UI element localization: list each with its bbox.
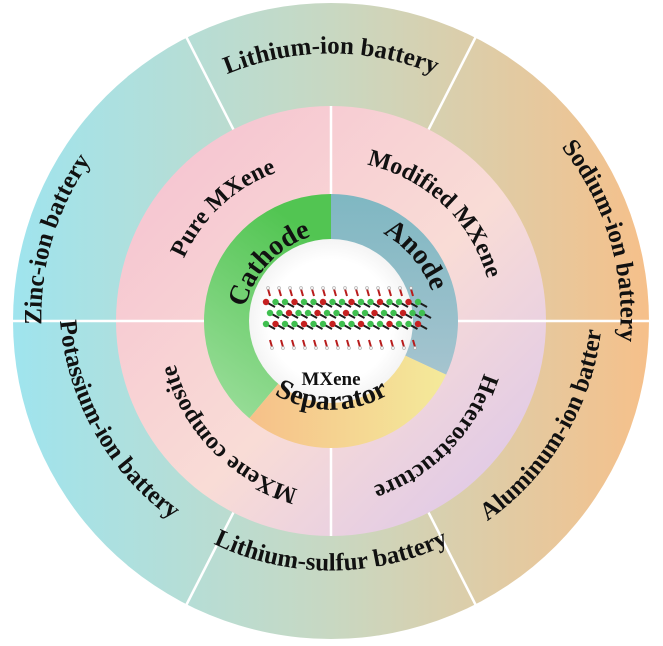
outer-divider (184, 35, 235, 131)
label-mxene-center: MXene (301, 369, 360, 390)
mxene-structure-image (262, 286, 432, 350)
outer-divider (184, 511, 235, 607)
outer-dividers (11, 35, 651, 607)
outer-divider (427, 35, 478, 131)
center-core (249, 239, 413, 403)
outer-divider (427, 511, 478, 607)
middle-dividers (116, 106, 546, 536)
